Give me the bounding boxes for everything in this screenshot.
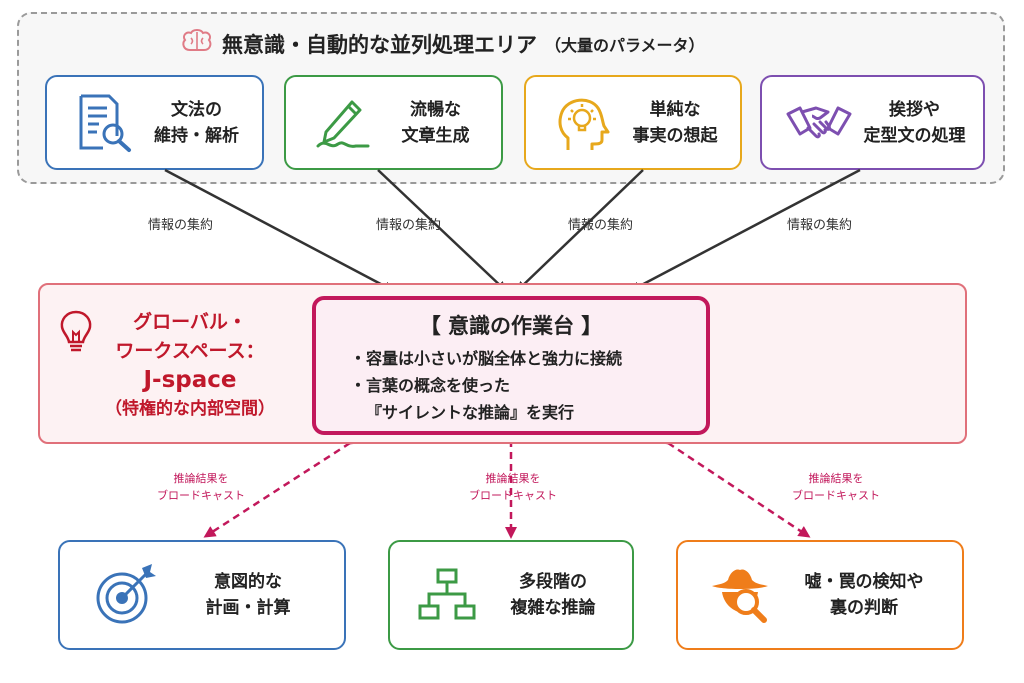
lightbulb-icon [58, 308, 94, 360]
gws-line1: グローバル・ [133, 311, 247, 333]
broadcast-label-line2: ブロードキャスト [157, 489, 245, 502]
bottom-box-detection: 嘘・罠の検知や裏の判断 [676, 540, 964, 650]
top-box-line2: 文章生成 [401, 125, 470, 146]
bottom-box-planning: 意図的な計画・計算 [58, 540, 346, 650]
top-box-grammar: 文法の維持・解析 [45, 75, 264, 170]
broadcast-label-line2: ブロードキャスト [792, 489, 880, 502]
bottom-box-line1: 意図的な [214, 572, 282, 592]
bottom-box-reasoning: 多段階の複雑な推論 [388, 540, 634, 650]
aggregate-label-3: 情報の集約 [568, 218, 634, 233]
area-title-text: 無意識・自動的な並列処理エリア [222, 32, 537, 57]
top-box-line2: 維持・解析 [154, 125, 239, 146]
document-search-icon [69, 88, 139, 158]
handshake-icon [784, 88, 854, 158]
bottom-box-line2: 計画・計算 [205, 598, 291, 618]
bottom-box-line1: 嘘・罠の検知や [804, 572, 924, 592]
aggregate-arrow-1 [164, 168, 394, 292]
workbench-line2: ・言葉の概念を使った [350, 376, 511, 395]
broadcast-label-3: 推論結果を ブロードキャスト [781, 470, 891, 504]
unconscious-area-title: 無意識・自動的な並列処理エリア （大量のパラメータ） [180, 28, 880, 59]
target-icon [90, 560, 160, 630]
gws-line3: J-space [143, 367, 237, 393]
bottom-box-line1: 多段階の [519, 572, 587, 592]
broadcast-label-line1: 推論結果を [808, 472, 864, 485]
top-box-line1: 流暢な [410, 99, 461, 120]
workbench-title: 【 意識の作業台 】 [419, 314, 603, 338]
aggregate-label-4: 情報の集約 [787, 218, 853, 233]
aggregate-arrow-4 [630, 168, 861, 292]
broadcast-label-2: 推論結果を ブロードキャスト [458, 470, 568, 504]
top-box-line1: 文法の [171, 99, 222, 120]
bottom-box-line2: 裏の判断 [830, 598, 898, 618]
area-subtitle-text: （大量のパラメータ） [545, 35, 705, 55]
workbench-line1: ・容量は小さいが脳全体と強力に接続 [350, 349, 623, 368]
workbench-box [312, 296, 710, 435]
broadcast-arrow-1 [203, 433, 361, 538]
detective-icon [704, 560, 774, 630]
top-box-line2: 事実の想起 [632, 125, 718, 146]
bottom-box-line2: 複雑な推論 [510, 598, 596, 618]
gws-line2: ワークスペース： [115, 340, 265, 362]
broadcast-label-line1: 推論結果を [485, 472, 541, 485]
aggregate-label-1: 情報の集約 [148, 218, 214, 233]
brain-icon [180, 28, 214, 59]
aggregate-arrow-3 [516, 169, 644, 292]
broadcast-label-1: 推論結果を ブロードキャスト [146, 470, 256, 504]
gws-line4: （特権的な内部空間） [105, 399, 275, 419]
head-lightbulb-icon [548, 88, 618, 158]
broadcast-label-line1: 推論結果を [173, 472, 229, 485]
workbench-line3: 『サイレントな推論』を実行 [366, 403, 575, 422]
top-box-facts: 単純な事実の想起 [524, 75, 742, 170]
workbench-description: ・容量は小さいが脳全体と強力に接続 ・言葉の概念を使った 『サイレントな推論』を… [350, 345, 700, 426]
top-box-generation: 流暢な文章生成 [284, 75, 503, 170]
broadcast-arrow-3 [657, 433, 811, 538]
top-box-line1: 挨拶や [889, 99, 940, 120]
top-box-greetings: 挨拶や定型文の処理 [760, 75, 985, 170]
global-workspace-title: グローバル・ ワークスペース： J-space （特権的な内部空間） [55, 308, 325, 424]
aggregate-label-2: 情報の集約 [376, 218, 442, 233]
pen-icon [308, 88, 378, 158]
top-box-line1: 単純な [649, 99, 701, 120]
flowchart-icon [412, 560, 482, 630]
top-box-line2: 定型文の処理 [863, 125, 966, 146]
aggregate-arrow-2 [377, 169, 507, 292]
broadcast-label-line2: ブロードキャスト [469, 489, 557, 502]
